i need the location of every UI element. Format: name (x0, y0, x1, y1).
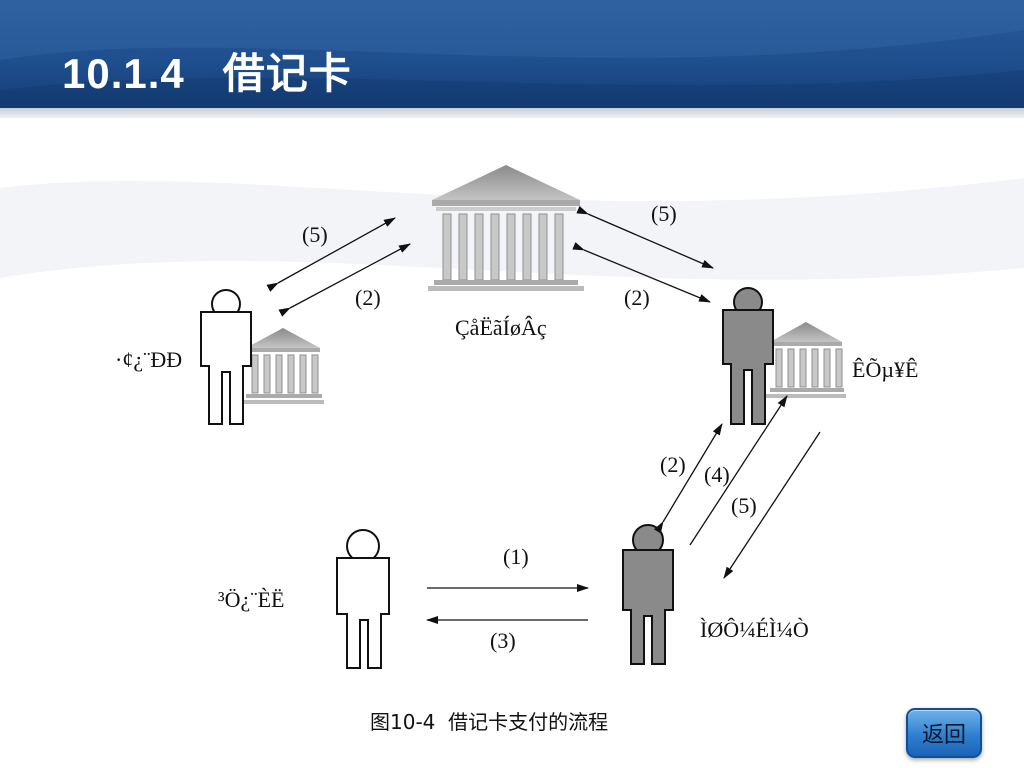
step-label-merchant-down-5: (5) (731, 493, 757, 518)
arrow-merchant-acquirer-4 (689, 395, 788, 546)
step-label-issuer-bottom: (2) (355, 285, 381, 310)
clearing-center-bank-icon (428, 165, 584, 291)
node-label-issuing-bank: ·¢¿¨ÐÐ (115, 347, 183, 372)
acquiring-bank-person-icon (722, 287, 774, 425)
node-label-merchant: ÌØÔ¼ÉÌ¼Ò (700, 617, 809, 642)
arrow-issuer-center-top (266, 217, 396, 292)
arrow-issuer-center-bottom (278, 243, 411, 317)
step-label-merchant-to-cardholder: (3) (490, 628, 516, 653)
slide-title: 10.1.4 借记卡 (62, 50, 352, 97)
header-rule (0, 108, 1024, 118)
issuing-bank-icon (242, 328, 324, 404)
arrow-center-acquirer-bottom (572, 242, 711, 303)
node-label-cardholder: ³Ö¿¨ÈË (218, 587, 285, 612)
node-label-clearing-center: ÇåËãÍøÂç (455, 315, 547, 340)
slide-header (0, 0, 1024, 108)
cardholder-person-icon (336, 529, 390, 669)
step-label-merchant-up-4: (4) (704, 462, 730, 487)
arrow-merchant-acquirer-2 (653, 423, 723, 534)
step-label-acquirer-bottom: (2) (624, 285, 650, 310)
acquiring-bank-icon (766, 322, 846, 398)
step-label-cardholder-to-merchant: (1) (503, 544, 529, 569)
step-label-merchant-up-2: (2) (660, 452, 686, 477)
issuing-bank-person-icon (200, 289, 252, 425)
step-label-acquirer-top: (5) (651, 201, 677, 226)
node-label-acquiring-bank: ÊÕµ¥Ê (852, 357, 919, 382)
figure-caption: 图10-4 借记卡支付的流程 (370, 710, 609, 734)
arrow-acquirer-merchant-5 (723, 431, 821, 579)
step-label-issuer-top: (5) (302, 222, 328, 247)
merchant-person-icon (622, 524, 674, 665)
back-button[interactable]: 返回 (906, 708, 982, 758)
